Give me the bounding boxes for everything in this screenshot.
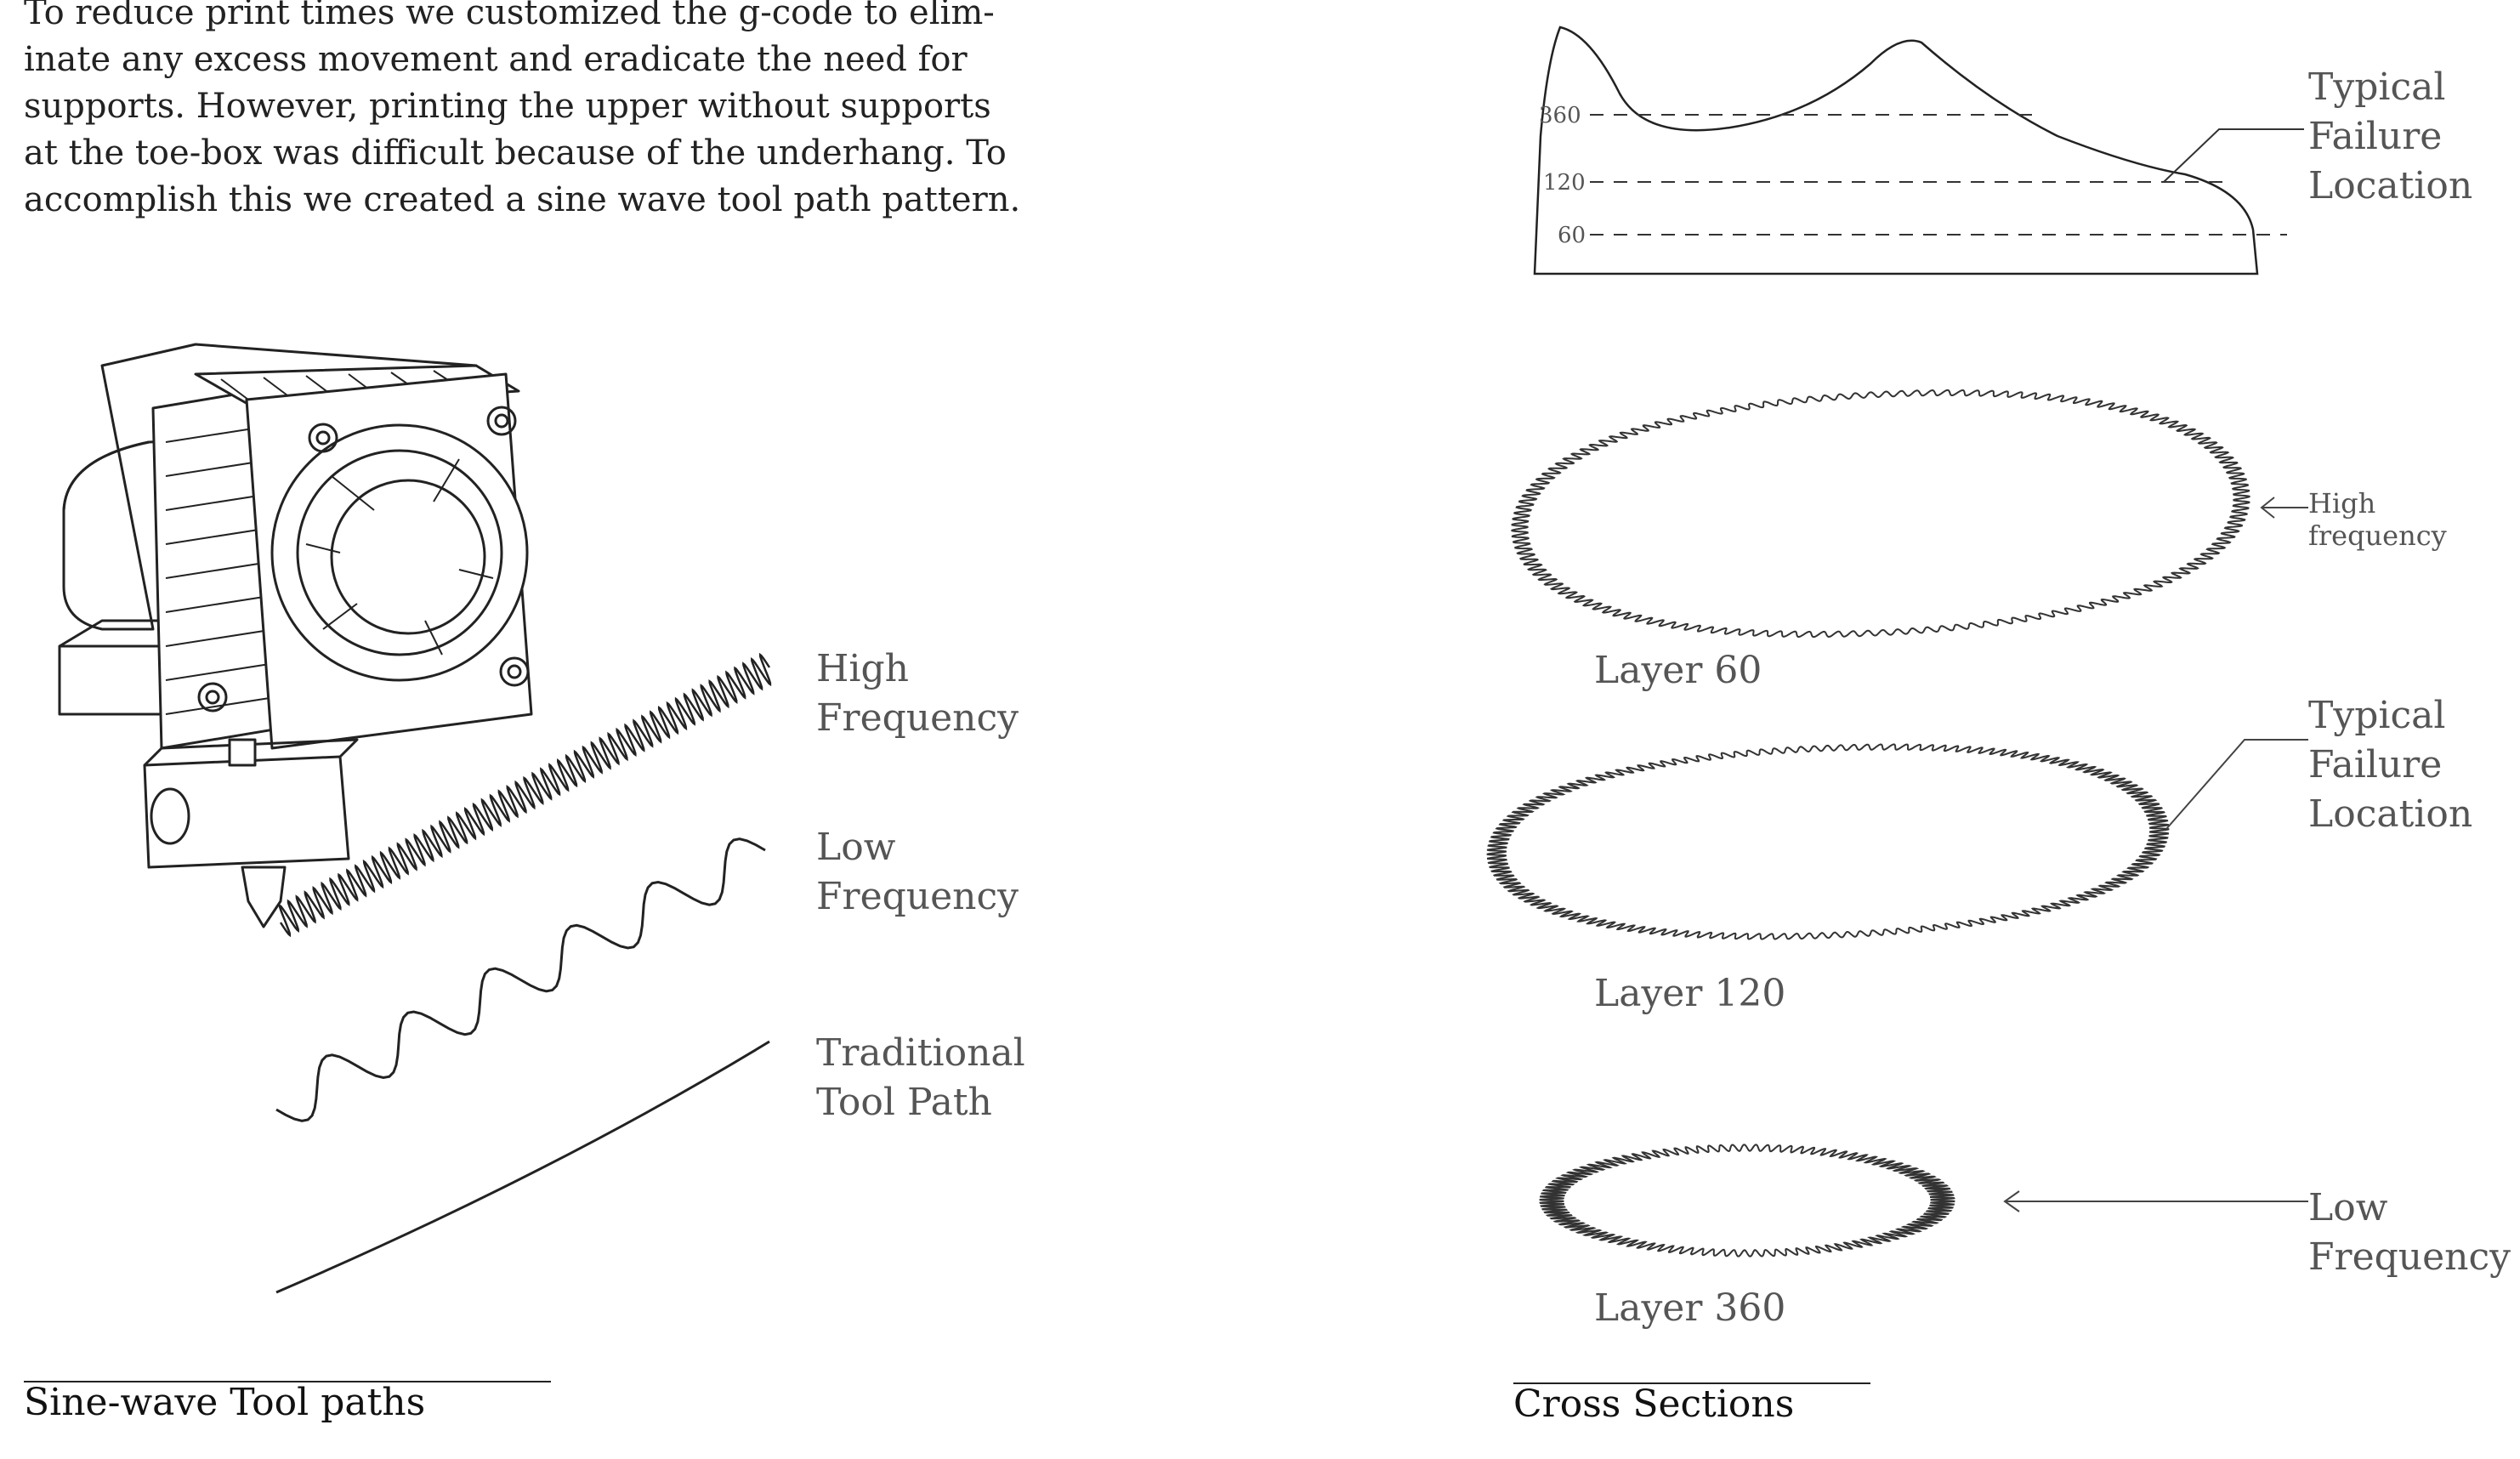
layer-360-label: Layer 360 <box>1594 1286 1786 1330</box>
layer-tick-60: 60 <box>1558 223 1586 248</box>
shoe-profile <box>1533 26 2259 275</box>
layer-60-annotation: High frequency <box>2308 487 2447 552</box>
layer-120-section <box>1486 743 2170 940</box>
high-frequency-label: High Frequency <box>816 647 1019 740</box>
layer-60-section <box>1511 389 2250 639</box>
low-frequency-arrow <box>2003 1190 2308 1212</box>
shoe-failure-leader <box>2163 128 2304 183</box>
traditional-toolpath <box>275 1040 770 1294</box>
low-frequency-toolpath <box>275 837 766 1122</box>
left-caption: Sine-wave Tool paths <box>24 1381 426 1424</box>
shoe-layer-lines <box>1590 114 2287 236</box>
traditional-tool-path-label: Traditional Tool Path <box>816 1031 1025 1124</box>
shoe-failure-label: Typical Failure Location <box>2308 65 2473 207</box>
right-caption: Cross Sections <box>1513 1382 1795 1426</box>
right-caption-rule <box>1513 1382 1870 1384</box>
layer-120-annotation: Typical Failure Location <box>2308 694 2473 836</box>
left-caption-rule <box>24 1381 551 1382</box>
layer-360-section <box>1539 1144 1955 1257</box>
low-frequency-label: Low Frequency <box>816 826 1019 918</box>
layer-tick-120: 120 <box>1543 170 1586 196</box>
intro-paragraph: To reduce print times we customized the … <box>24 0 1021 219</box>
high-frequency-arrow <box>2260 497 2308 519</box>
layer-tick-360: 360 <box>1539 103 1581 128</box>
layer-360-annotation: Low Frequency <box>2308 1186 2511 1279</box>
layer-60-label: Layer 60 <box>1594 649 1762 692</box>
high-frequency-toolpath <box>278 652 772 938</box>
layer-120-failure-leader <box>2165 739 2308 830</box>
layer-120-label: Layer 120 <box>1594 972 1786 1015</box>
extruder-illustration <box>58 343 533 928</box>
